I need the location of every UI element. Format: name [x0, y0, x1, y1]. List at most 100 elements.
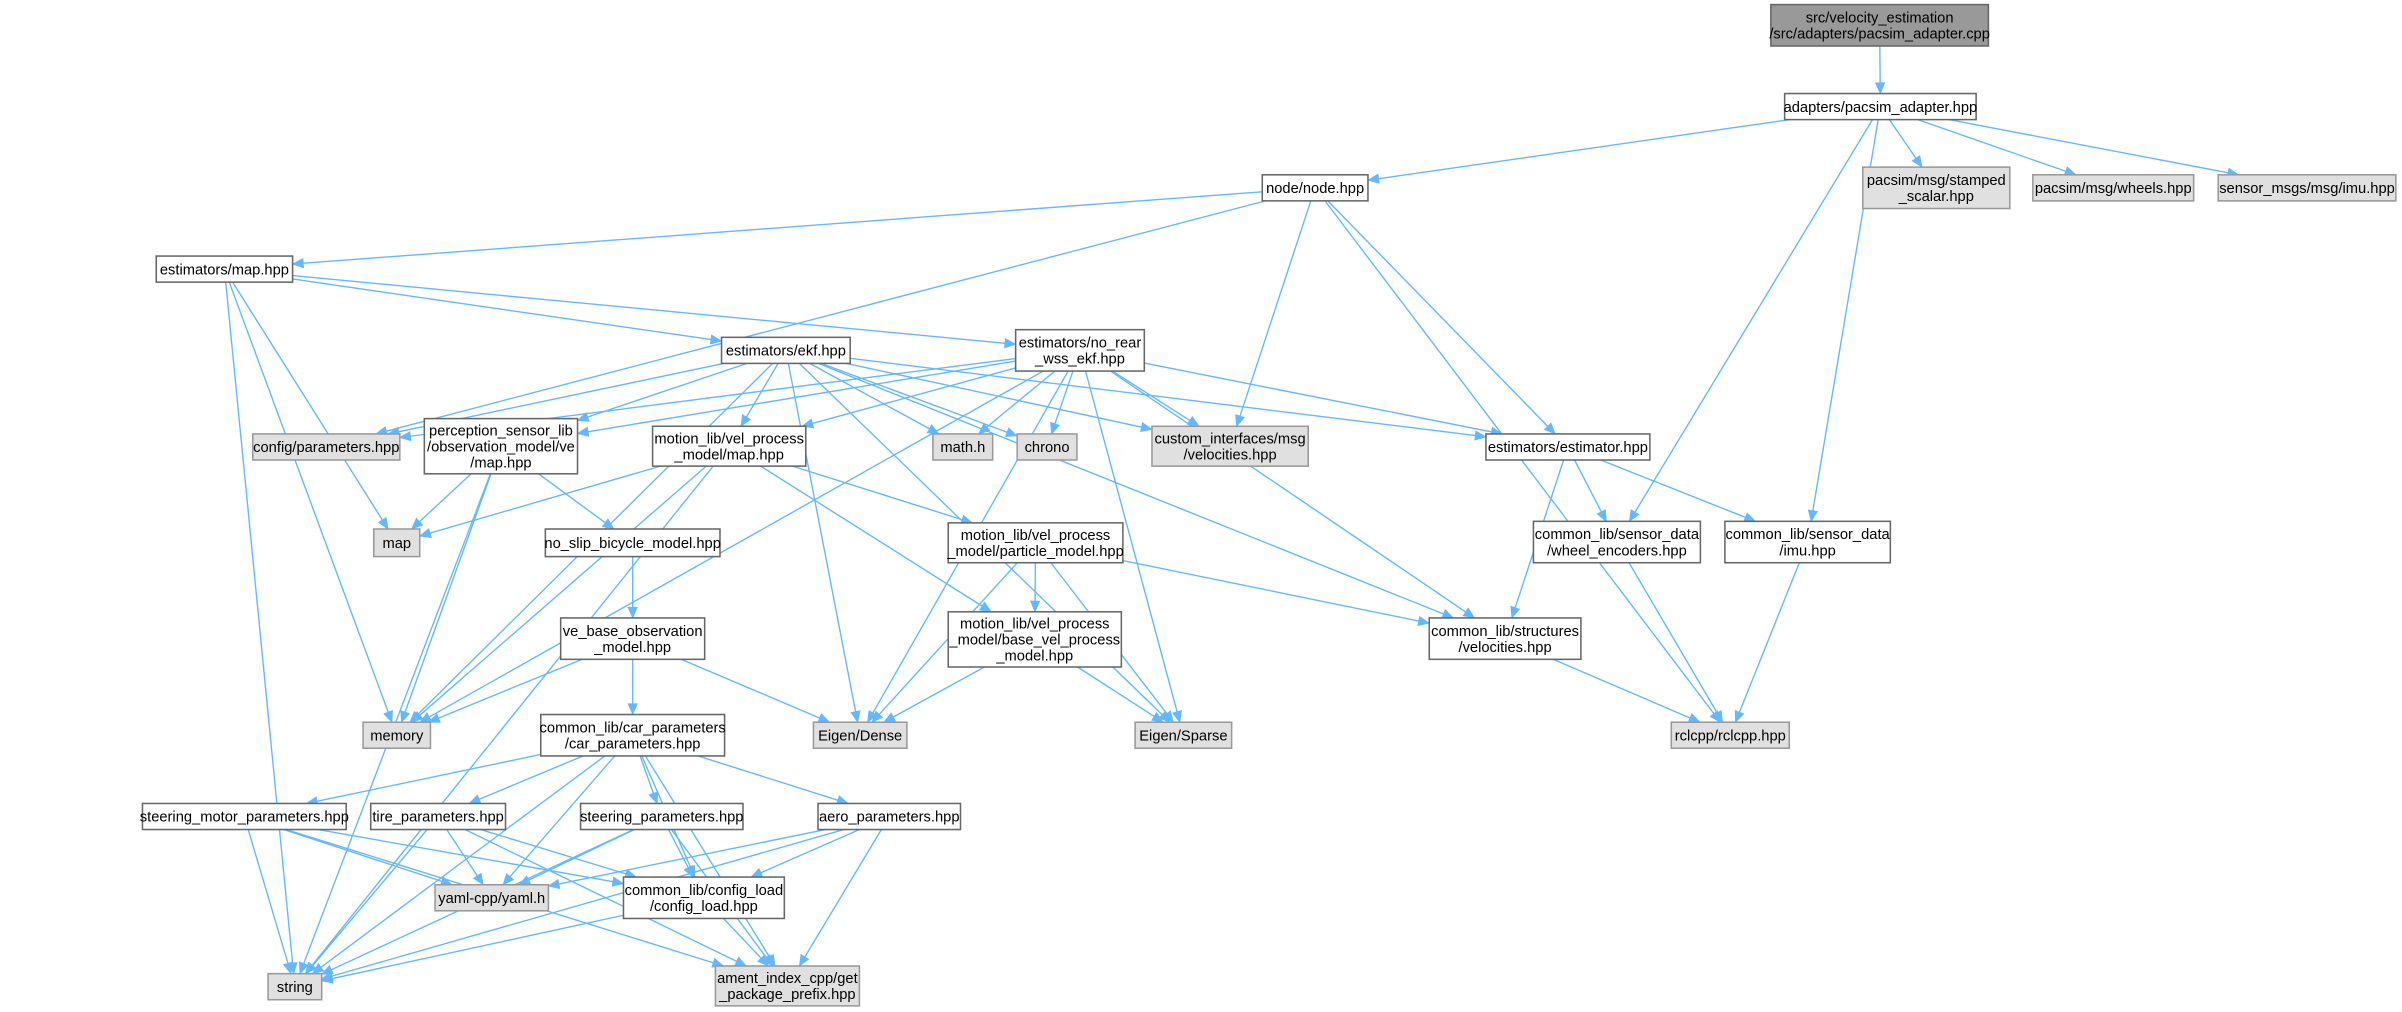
node-box	[1016, 433, 1078, 461]
node-velocities[interactable]: common_lib/structures/velocities.hpp	[1428, 617, 1582, 661]
arrowhead-icon	[978, 601, 992, 613]
node-box	[1014, 328, 1146, 372]
node-steerparams[interactable]: steering_parameters.hpp	[579, 802, 744, 831]
edge-ekf-to-motmap	[740, 363, 779, 428]
edge-percep-to-memory	[400, 473, 492, 724]
node-node[interactable]: node/node.hpp	[1261, 174, 1369, 202]
edge-estmap-to-string	[225, 282, 298, 975]
node-label: /config_load.hpp	[650, 899, 758, 915]
edge-motmap-to-map	[418, 465, 661, 538]
arrowhead-icon	[1474, 430, 1487, 441]
arrowhead-icon	[282, 961, 293, 975]
node-label: steering_motor_parameters.hpp	[140, 810, 349, 826]
node-percep[interactable]: perception_sensor_lib/observation_model/…	[423, 417, 579, 475]
node-label: chrono	[1025, 440, 1070, 456]
node-label: _model/base_vel_process	[948, 633, 1120, 649]
arrowhead-icon	[418, 528, 432, 538]
node-estimator[interactable]: estimators/estimator.hpp	[1485, 433, 1651, 461]
node-particle[interactable]: motion_lib/vel_process_model/particle_mo…	[946, 522, 1124, 564]
node-box	[1532, 520, 1702, 564]
node-label: rclcpp/rclcpp.hpp	[1675, 728, 1786, 744]
arrowhead-icon	[383, 709, 393, 724]
edge-line	[330, 828, 844, 978]
arrowhead-icon	[1712, 709, 1724, 724]
node-dense: Eigen/Dense	[812, 721, 908, 750]
node-wheelenc[interactable]: common_lib/sensor_data/wheel_encoders.hp…	[1532, 520, 1702, 564]
arrowhead-icon	[1441, 608, 1455, 619]
node-norear[interactable]: estimators/no_rear_wss_ekf.hpp	[1014, 328, 1146, 372]
arrowhead-icon	[1743, 512, 1757, 523]
node-configload[interactable]: common_lib/config_load/config_load.hpp	[622, 876, 786, 920]
node-stamped: pacsim/msg/stamped_scalar.hpp	[1862, 166, 2011, 210]
arrowhead-icon	[547, 878, 561, 890]
edge-tire-to-string	[305, 829, 428, 975]
node-adapter[interactable]: adapters/pacsim_adapter.hpp	[1784, 92, 1978, 121]
edge-ekf-to-custom	[846, 362, 1153, 433]
arrowhead-icon	[305, 961, 317, 975]
node-estmap[interactable]: estimators/map.hpp	[155, 255, 294, 283]
edge-line	[1633, 119, 1874, 514]
node-motmap[interactable]: motion_lib/vel_process_model/map.hpp	[651, 425, 807, 467]
node-basevel[interactable]: motion_lib/vel_process_model/base_vel_pr…	[947, 611, 1123, 668]
arrowhead-icon	[1911, 155, 1923, 168]
edge-estmap-to-ekf	[292, 278, 723, 345]
node-aero[interactable]: aero_parameters.hpp	[817, 802, 962, 831]
node-label: _scalar.hpp	[1898, 189, 1974, 205]
edge-line	[319, 755, 606, 969]
node-box	[1428, 617, 1582, 661]
node-carparams[interactable]: common_lib/car_parameters/car_parameters…	[540, 713, 726, 757]
node-box	[720, 336, 851, 365]
edge-particle-to-basevel	[1029, 562, 1041, 613]
node-noslip[interactable]: no_slip_bicycle_model.hpp	[544, 528, 721, 558]
node-string: string	[267, 972, 323, 1001]
node-label: _model/map.hpp	[673, 447, 783, 463]
node-label: /velocities.hpp	[1459, 640, 1552, 656]
arrowhead-icon	[1687, 713, 1701, 723]
node-steermotor[interactable]: steering_motor_parameters.hpp	[140, 802, 349, 831]
arrowhead-icon	[1235, 414, 1246, 428]
arrowhead-icon	[627, 606, 638, 619]
edge-aero-to-yaml	[547, 828, 826, 890]
edge-motmap-to-particle	[792, 465, 974, 525]
node-sensimu[interactable]: common_lib/sensor_data/imu.hpp	[1724, 520, 1892, 564]
node-wheels: pacsim/msg/wheels.hpp	[2032, 174, 2195, 202]
edge-line	[818, 362, 1446, 616]
node-box	[947, 522, 1124, 564]
arrowhead-icon	[502, 872, 515, 886]
node-box	[812, 721, 908, 750]
nodes-layer: src/velocity_estimation/src/adapters/pac…	[140, 3, 2397, 1007]
node-box	[544, 528, 721, 558]
edge-line	[1084, 370, 1179, 714]
arrowhead-icon	[298, 961, 309, 975]
node-vebase[interactable]: ve_base_observation_model.hpp	[559, 617, 706, 661]
arrowhead-icon	[291, 258, 305, 269]
node-box	[947, 611, 1123, 668]
edge-line	[1327, 200, 1550, 428]
node-box	[1862, 166, 2011, 210]
node-label: src/velocity_estimation	[1806, 10, 1954, 26]
edge-line	[232, 281, 384, 522]
node-box	[817, 802, 962, 831]
node-root[interactable]: src/velocity_estimation/src/adapters/pac…	[1769, 3, 1990, 47]
edge-particle-to-velocities	[1122, 559, 1431, 627]
edge-ekf-to-percep	[576, 362, 748, 422]
edge-percep-to-noslip	[538, 473, 615, 530]
edge-motmap-to-memory	[411, 465, 707, 723]
node-tire[interactable]: tire_parameters.hpp	[369, 802, 507, 831]
arrowhead-icon	[468, 794, 482, 804]
node-config: config/parameters.hpp	[251, 433, 401, 461]
node-label: /imu.hpp	[1779, 543, 1835, 559]
node-label: /velocities.hpp	[1184, 447, 1277, 463]
node-box	[362, 721, 432, 750]
edge-norear-to-chrono	[1050, 370, 1074, 435]
edge-ekf-to-chrono	[820, 362, 1019, 437]
arrowhead-icon	[601, 518, 615, 530]
node-label: ament_index_cpp/get	[717, 971, 858, 987]
edge-aero-to-ament	[798, 829, 883, 967]
edge-line	[228, 281, 390, 714]
node-label: pacsim/msg/wheels.hpp	[2035, 181, 2192, 197]
edge-line	[428, 465, 661, 535]
node-label: config/parameters.hpp	[253, 440, 399, 456]
node-ekf[interactable]: estimators/ekf.hpp	[720, 336, 851, 365]
edge-line	[1144, 362, 1494, 433]
